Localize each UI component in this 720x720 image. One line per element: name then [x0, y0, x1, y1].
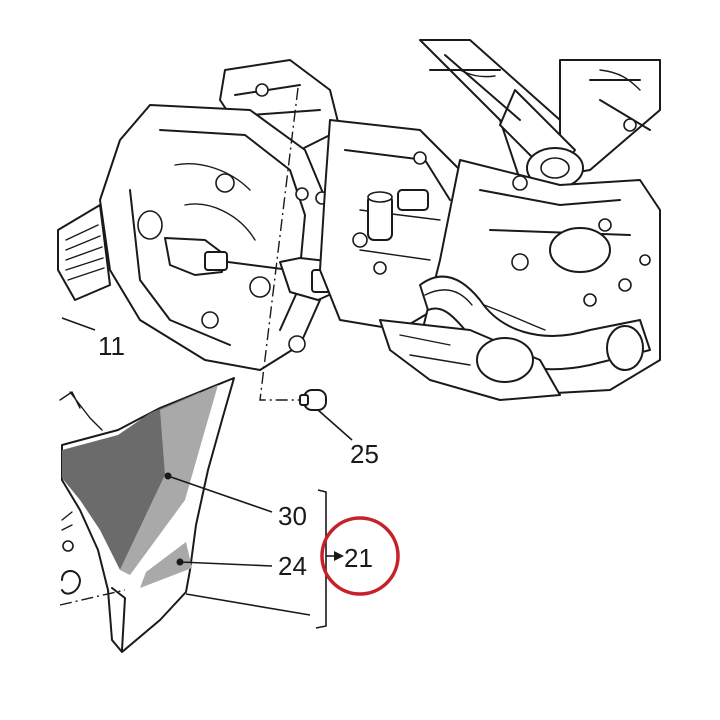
fairing-panel — [59, 377, 235, 653]
panel-screw — [62, 540, 74, 552]
leader-24 — [179, 561, 273, 567]
panel-inner-edge — [111, 587, 126, 651]
callout-25: 25 — [350, 439, 379, 469]
callout-21: 21 — [344, 543, 373, 573]
decal-30-light — [120, 385, 218, 575]
lower-engine — [379, 319, 561, 401]
bracket-arrowhead — [334, 551, 344, 561]
engine-cover — [99, 104, 331, 371]
panel-grommet — [61, 570, 81, 595]
assembly-axis-line — [259, 87, 300, 401]
leader-30 — [167, 475, 273, 513]
panel-clip-left — [61, 511, 73, 531]
side-grille — [57, 204, 111, 301]
leader-lines — [61, 317, 353, 629]
leader-11 — [61, 317, 96, 331]
leader-30-dot — [164, 472, 172, 480]
callout-11: 11 — [98, 331, 125, 361]
panel-edge-dashed — [59, 589, 126, 606]
decal-24 — [140, 542, 192, 588]
coolant-hose — [419, 275, 651, 371]
callout-30: 30 — [278, 501, 307, 531]
leader-24-dot — [176, 558, 184, 566]
part-25-plug — [299, 389, 327, 411]
panel-mounting-tab — [59, 391, 103, 431]
leader-25 — [317, 409, 353, 441]
callout-24: 24 — [278, 551, 307, 581]
leader-panel — [185, 593, 311, 616]
group-bracket — [315, 489, 327, 629]
highlight-circle — [320, 516, 400, 596]
engine-assembly — [57, 39, 661, 401]
frame-tubes — [419, 39, 661, 189]
